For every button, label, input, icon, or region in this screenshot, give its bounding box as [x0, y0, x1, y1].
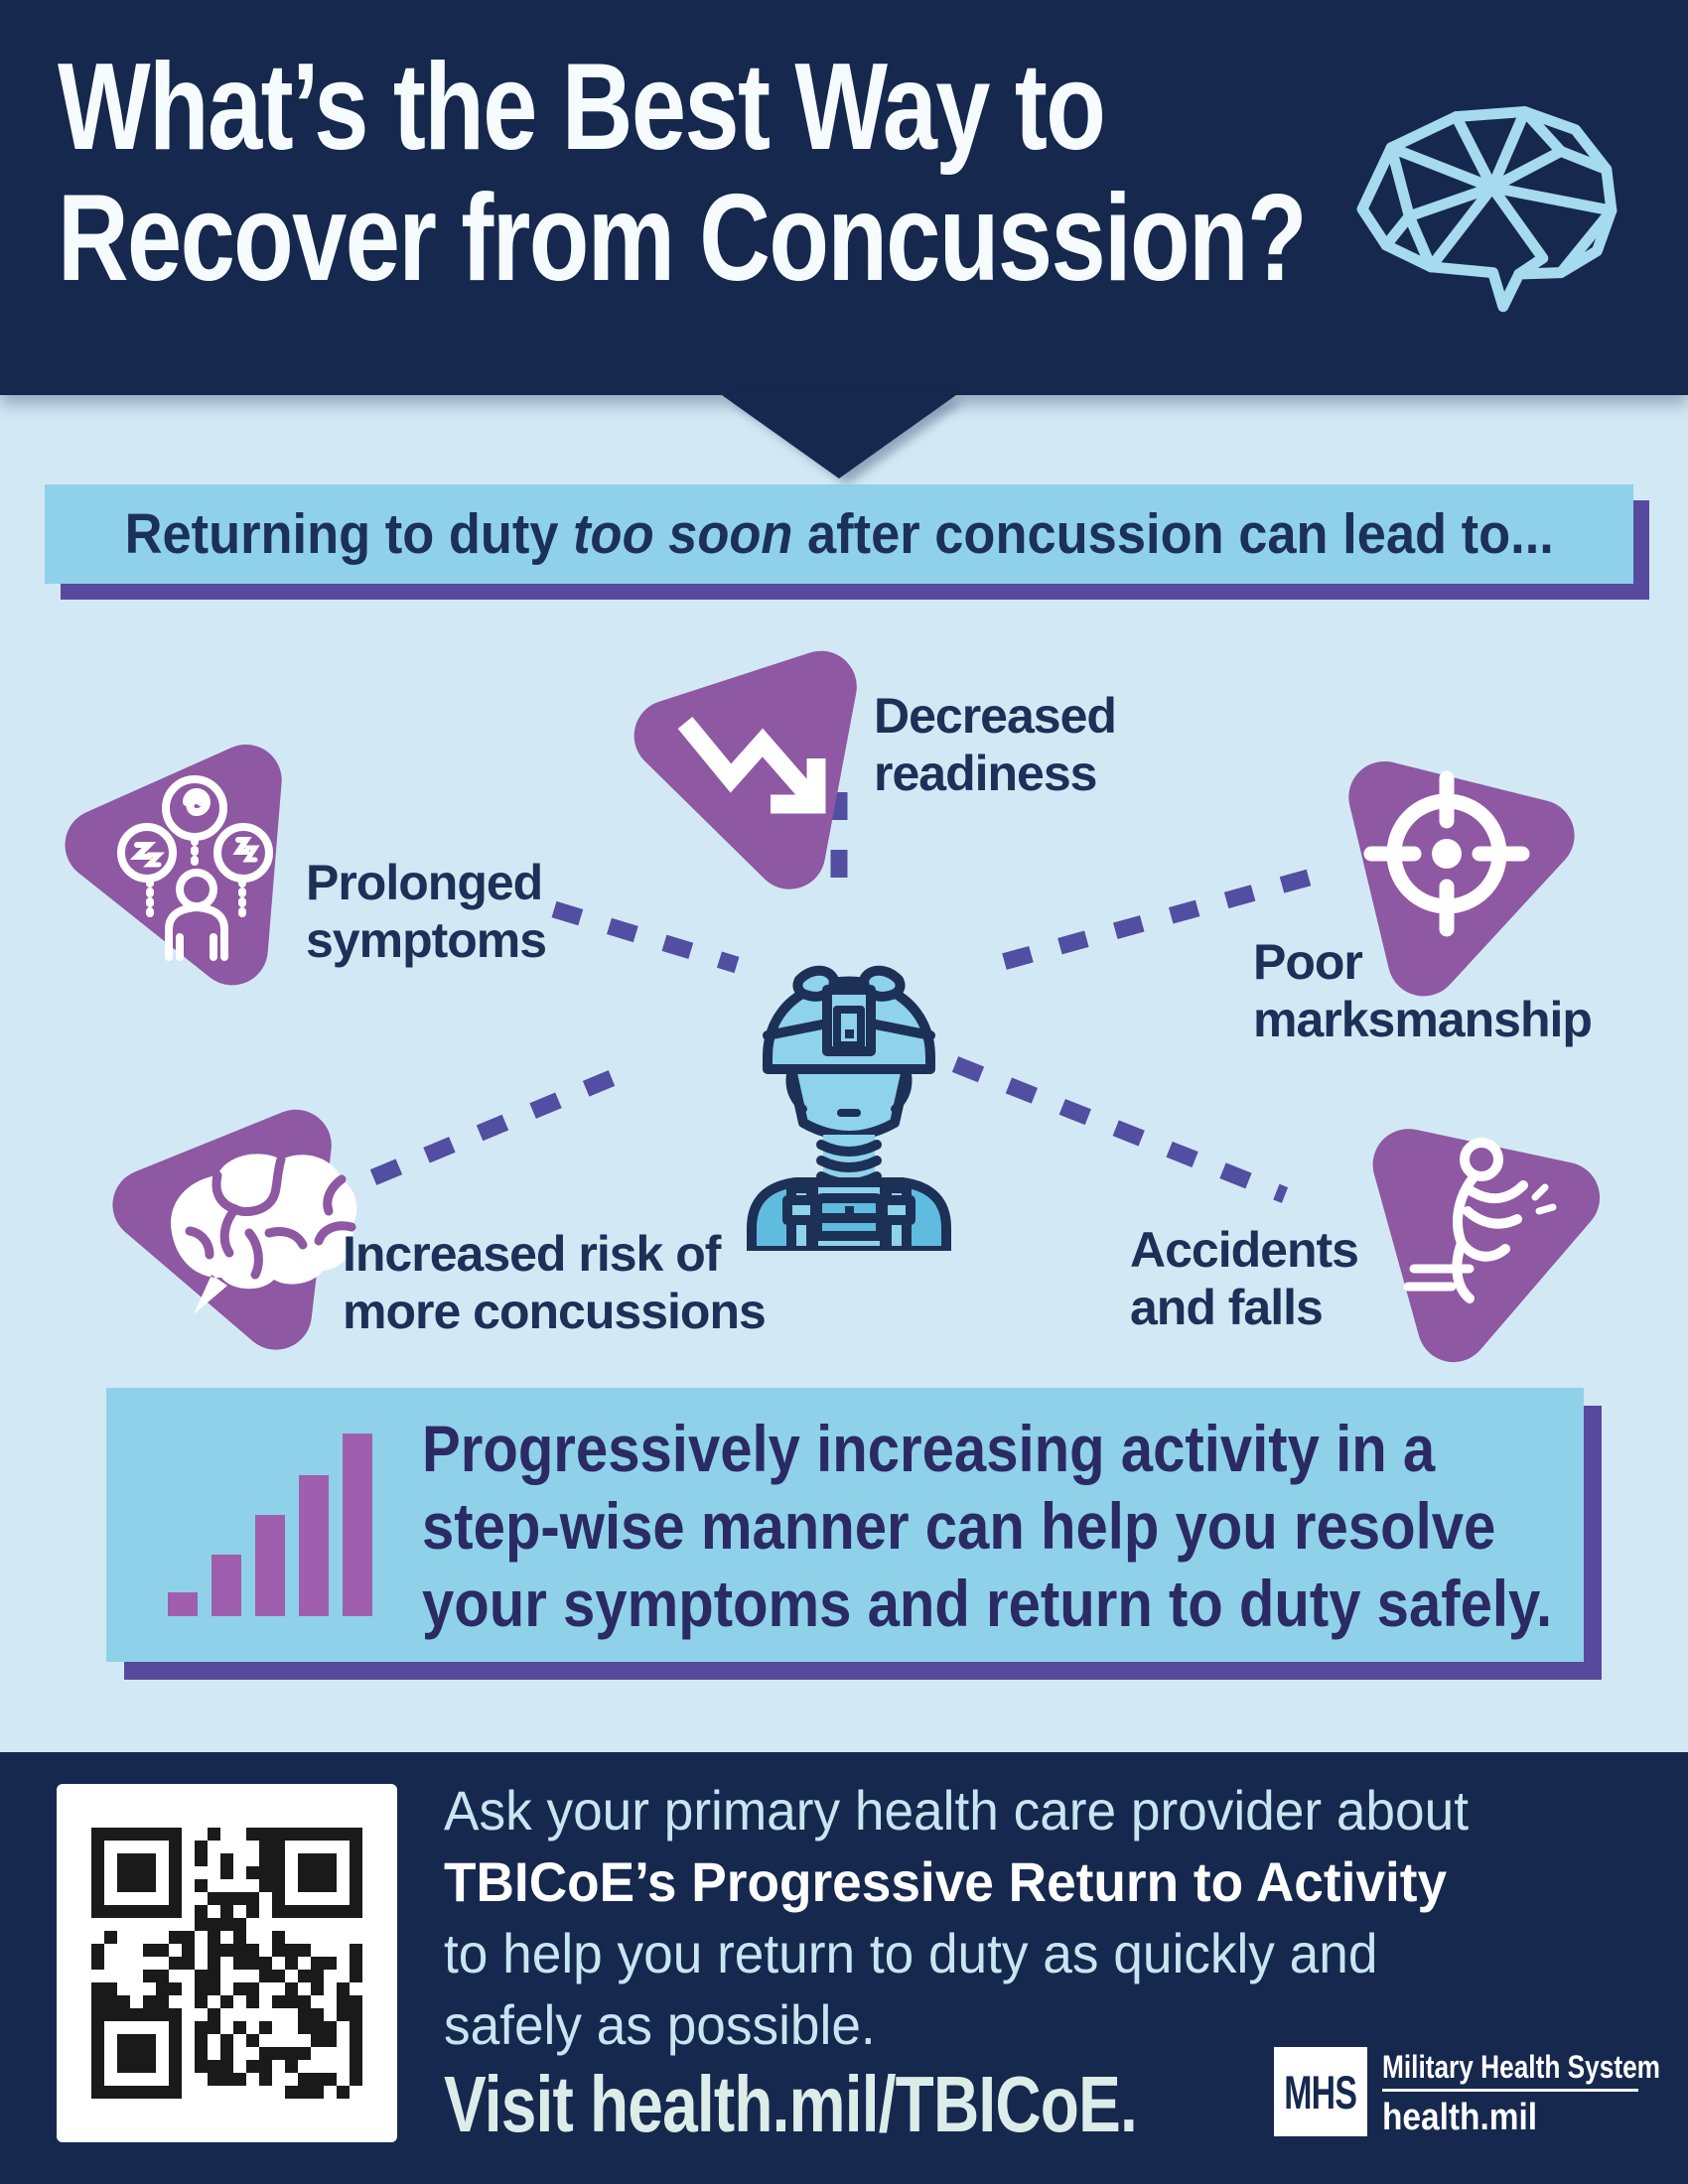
title-line-2: Recover from Concussion? — [58, 170, 1308, 307]
person-with-symptom-bubbles-icon — [117, 775, 273, 961]
header-notch — [722, 395, 956, 478]
qr-tile — [57, 1784, 397, 2142]
badge-accidents-falls — [1323, 1092, 1620, 1390]
mhs-site: health.mil — [1382, 2097, 1538, 2138]
callout-box: Progressively increasing activity in a s… — [106, 1388, 1584, 1662]
footer-line-4: safely as possible. — [444, 1993, 876, 2056]
polygonal-brain-icon — [1356, 106, 1618, 313]
downward-zigzag-arrow-icon — [677, 716, 826, 814]
badge-prolonged-symptoms — [48, 721, 346, 1019]
visit-link-text: Visit health.mil/TBICoE. — [444, 2060, 1138, 2148]
lead-in-text: Returning to duty too soon after concuss… — [124, 502, 1554, 566]
badge-decreased-readiness — [614, 621, 912, 919]
mhs-divider — [1382, 2089, 1638, 2092]
badge-increased-risk — [94, 1084, 392, 1382]
footer-line-3: to help you return to duty as quickly an… — [444, 1922, 1378, 1984]
too-soon-emphasis: too soon — [572, 502, 793, 566]
lead-in-banner: Returning to duty too soon after concuss… — [45, 484, 1633, 584]
brain-outline-icon — [171, 1154, 357, 1314]
footer-line-2-bold: TBICoE’s Progressive Return to Activity — [444, 1850, 1448, 1913]
soldier-icon — [747, 965, 951, 1251]
callout-text: Progressively increasing activity in a s… — [422, 1412, 1553, 1640]
title-line-1: What’s the Best Way to — [58, 39, 1106, 176]
mhs-org-name: Military Health System — [1382, 2049, 1660, 2085]
mhs-abbr: MHS — [1284, 2065, 1357, 2118]
qr-code — [91, 1828, 362, 2099]
falling-person-icon — [1403, 1138, 1557, 1303]
mhs-logo: MHS — [1274, 2047, 1367, 2136]
badge-poor-marksmanship — [1296, 727, 1594, 1024]
crosshair-target-icon — [1363, 770, 1530, 937]
footer-line-1: Ask your primary health care provider ab… — [444, 1779, 1469, 1842]
poster-title: What’s the Best Way to Recover from Conc… — [58, 39, 1308, 307]
rising-bar-chart-icon — [168, 1433, 372, 1616]
